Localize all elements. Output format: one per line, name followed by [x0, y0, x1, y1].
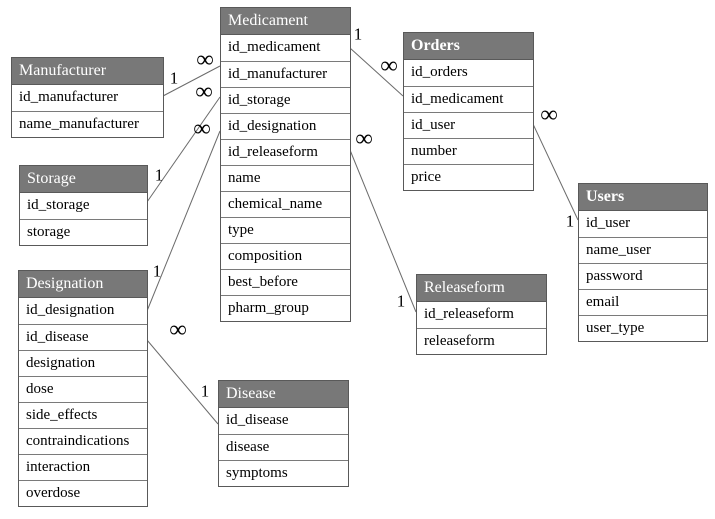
- table-row: name: [221, 165, 350, 191]
- table-row: id_storage: [27, 197, 90, 213]
- table-releaseform: Releaseform id_releaseform releaseform: [416, 274, 547, 355]
- cardinality-many-medicament-storage: ∞: [195, 79, 213, 105]
- table-row: id_releaseform: [424, 306, 514, 322]
- cardinality-one-users: 1: [565, 211, 575, 231]
- relation-designation-disease-line: [146, 339, 219, 425]
- table-row: type: [221, 217, 350, 243]
- cardinality-many-designation-disease: ∞: [169, 317, 187, 343]
- table-row: disease: [219, 434, 348, 460]
- table-medicament-header: Medicament: [221, 8, 350, 35]
- table-row: id_manufacturer: [221, 61, 350, 87]
- relation-manufacturer-medicament-line: [162, 65, 221, 97]
- table-row: id_disease: [19, 324, 147, 350]
- table-row: id_designation: [221, 113, 350, 139]
- table-row: storage: [20, 219, 147, 245]
- table-row: name_user: [579, 237, 707, 263]
- table-row: password: [579, 263, 707, 289]
- table-row: dose: [19, 376, 147, 402]
- table-row: side_effects: [19, 402, 147, 428]
- table-row: id_disease: [226, 412, 289, 428]
- relation-designation-medicament-line: [146, 130, 221, 312]
- table-row: contraindications: [19, 428, 147, 454]
- table-row: best_before: [221, 269, 350, 295]
- cardinality-one-manufacturer: 1: [169, 68, 179, 88]
- cardinality-many-orders-medicament: ∞: [380, 53, 398, 79]
- table-orders-header: Orders: [404, 33, 533, 60]
- table-releaseform-rows: id_releaseform releaseform: [417, 302, 546, 354]
- table-row: id_manufacturer: [19, 89, 119, 105]
- cardinality-one-disease: 1: [200, 381, 210, 401]
- relation-releaseform-medicament-line: [349, 149, 417, 313]
- table-row: email: [579, 289, 707, 315]
- table-row: pharm_group: [221, 295, 350, 321]
- cardinality-one-medicament: 1: [353, 24, 363, 44]
- cardinality-many-medicament-manufacturer: ∞: [196, 47, 214, 73]
- table-row: id_designation: [26, 302, 115, 318]
- table-storage-header: Storage: [20, 166, 147, 193]
- table-disease-header: Disease: [219, 381, 348, 408]
- table-row: interaction: [19, 454, 147, 480]
- cardinality-one-releaseform: 1: [396, 291, 406, 311]
- table-row: id_medicament: [404, 86, 533, 112]
- table-row: designation: [19, 350, 147, 376]
- table-row: chemical_name: [221, 191, 350, 217]
- table-row: user_type: [579, 315, 707, 341]
- table-row: id_medicament: [228, 39, 321, 55]
- table-row: id_user: [404, 112, 533, 138]
- table-releaseform-header: Releaseform: [417, 275, 546, 302]
- table-row: composition: [221, 243, 350, 269]
- table-row: symptoms: [219, 460, 348, 486]
- table-row: id_user: [586, 215, 631, 231]
- table-row: id_storage: [221, 87, 350, 113]
- relation-users-orders-line: [532, 123, 579, 221]
- relation-storage-medicament-line: [146, 96, 221, 203]
- table-manufacturer-rows: id_manufacturer name_manufacturer: [12, 85, 163, 137]
- table-row: number: [404, 138, 533, 164]
- cardinality-many-medicament-releaseform: ∞: [355, 126, 373, 152]
- table-row: releaseform: [417, 328, 546, 354]
- table-designation-header: Designation: [19, 271, 147, 298]
- table-manufacturer: Manufacturer id_manufacturer name_manufac…: [11, 57, 164, 138]
- cardinality-one-storage: 1: [154, 165, 164, 185]
- relation-medicament-orders-line: [349, 47, 404, 97]
- table-row: overdose: [19, 480, 147, 506]
- cardinality-one-designation: 1: [152, 261, 162, 281]
- table-row: name_manufacturer: [12, 111, 163, 137]
- table-manufacturer-header: Manufacturer: [12, 58, 163, 85]
- table-row: price: [404, 164, 533, 190]
- cardinality-many-medicament-designation: ∞: [193, 116, 211, 142]
- cardinality-many-orders-users: ∞: [540, 102, 558, 128]
- table-users-header: Users: [579, 184, 707, 211]
- table-row: id_orders: [411, 64, 468, 80]
- table-row: id_releaseform: [221, 139, 350, 165]
